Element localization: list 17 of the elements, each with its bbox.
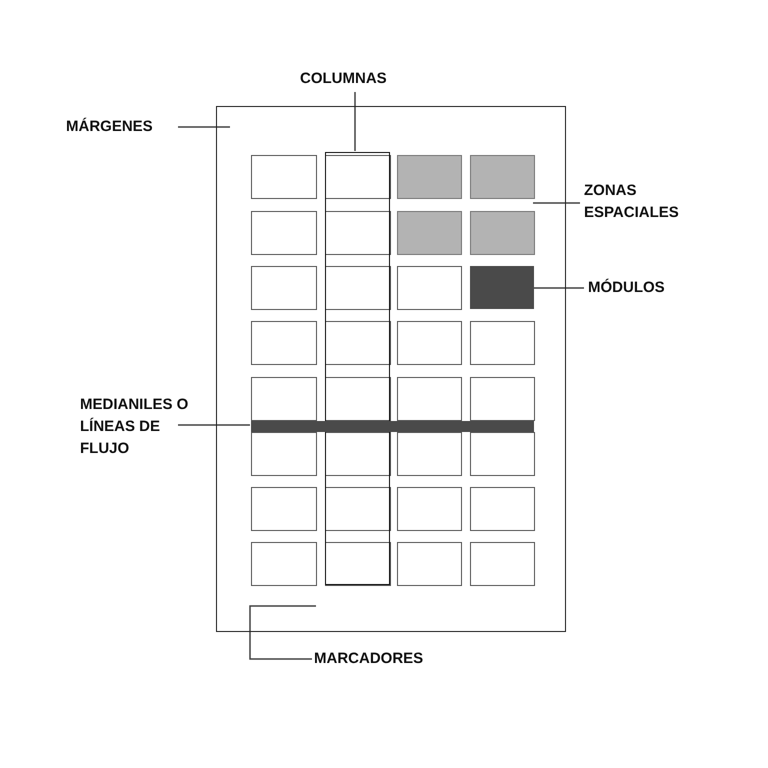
gutter-bar (251, 421, 534, 432)
callout-label: COLUMNAS (300, 68, 420, 90)
callout-label: ZONAS ESPACIALES (584, 180, 704, 224)
module-block (470, 266, 534, 309)
callout-label: MARCADORES (314, 647, 454, 671)
page-outline (216, 106, 566, 632)
leader-line (533, 287, 584, 289)
leader-line (178, 424, 250, 426)
callout-label: MÓDULOS (588, 277, 678, 299)
callout-label: MÁRGENES (66, 116, 176, 138)
leader-line (354, 92, 356, 151)
spatial-zone (397, 155, 534, 254)
leader-line (249, 605, 316, 660)
column-outline (325, 152, 390, 585)
leader-line (178, 126, 230, 128)
leader-line (533, 202, 580, 204)
callout-label: MEDIANILES O LÍNEAS DE FLUJO (80, 394, 200, 460)
